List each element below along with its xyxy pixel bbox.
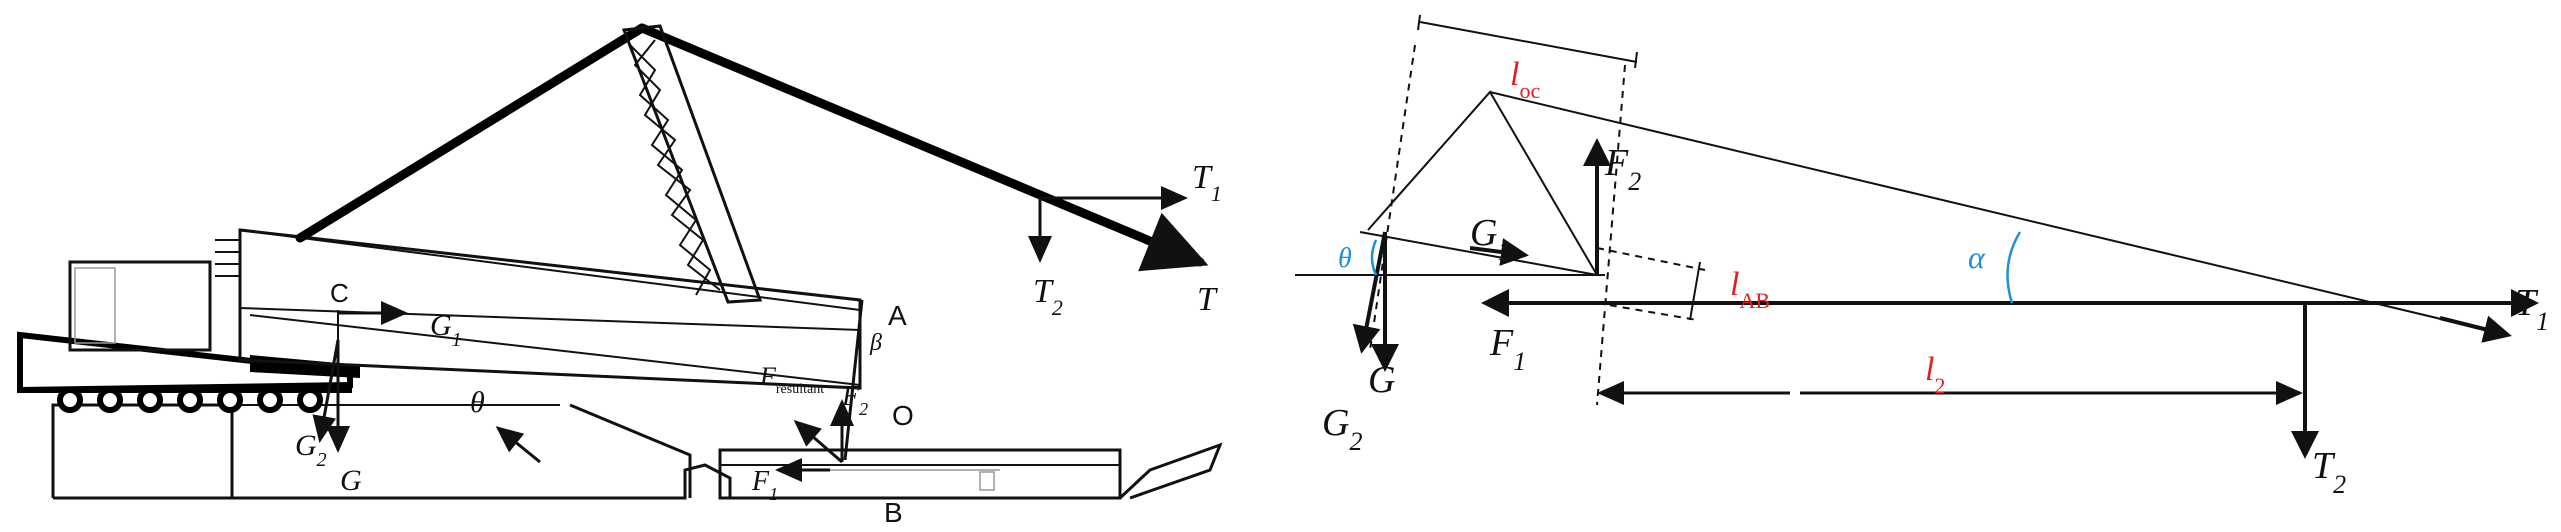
t2-label-right: T2: [2312, 445, 2346, 499]
g2-label-right: G2: [1322, 402, 1362, 456]
crawler-track: [17, 331, 360, 413]
rope-line: [1489, 91, 2509, 336]
theta-arc: [1370, 239, 1378, 276]
dashed-ab-bottom: [1596, 302, 1698, 321]
g2-arrow-right: [1352, 231, 1387, 354]
t2-label: T2: [1033, 273, 1063, 320]
right-figure: loc F2 G1 θ α lAB F1 T1 G G2 l2 T2: [1295, 14, 2549, 499]
dashed-left: [1369, 44, 1416, 351]
body-line: [1359, 231, 1598, 276]
track-wheels: [57, 387, 323, 413]
f1-label: F1: [751, 466, 778, 504]
loc-tick-left: [1417, 14, 1421, 31]
f2-label: F2: [841, 381, 868, 419]
lab-dimension: [1689, 261, 1701, 321]
theta-pointer-arrow: [495, 426, 541, 464]
g1-arrow-right: [1469, 238, 1529, 266]
c-label: C: [330, 278, 349, 308]
g-label: G: [340, 464, 362, 497]
f2-label-right: F2: [1604, 142, 1641, 196]
t1-label-right: T1: [2515, 282, 2549, 336]
f1-label-right: F1: [1489, 322, 1526, 376]
point-b-label: B: [884, 497, 903, 528]
theta-label: θ: [470, 386, 485, 419]
f-resultant-label: Fresultant: [759, 362, 824, 397]
frame-triangle: [1367, 90, 1598, 276]
g2-label: G2: [295, 429, 327, 471]
boom-system: [295, 23, 1209, 461]
left-figure: T1 T2 T C G1 G2 G θ A β O B Fresultant F…: [17, 23, 1223, 528]
lattice-boom: [621, 24, 763, 304]
t-label: T: [1197, 281, 1218, 318]
t-arrow-right: [2439, 315, 2512, 343]
loc-dimension: [1419, 21, 1638, 63]
l2-label: l2: [1925, 351, 1945, 398]
t1-label: T1: [1192, 159, 1222, 206]
g2-arrow: [312, 339, 340, 443]
ground-structure: [51, 403, 732, 500]
g-label-right: G: [1368, 359, 1395, 401]
l-ab-label: lAB: [1730, 266, 1770, 313]
dashed-right: [1596, 64, 1626, 406]
l-oc-label: loc: [1510, 56, 1540, 103]
point-o-label: O: [892, 400, 914, 431]
g1-label: G1: [430, 309, 462, 351]
loc-tick-right: [1634, 51, 1638, 69]
beta-label: β: [869, 330, 882, 356]
body-ribs: [215, 239, 240, 277]
point-a-label: A: [888, 300, 907, 331]
g1-label-right: G1: [1470, 212, 1510, 266]
theta-label-right: θ: [1338, 243, 1352, 274]
alpha-arc: [2006, 231, 2022, 304]
f-resultant-arrow: [793, 420, 843, 464]
alpha-label: α: [1968, 239, 1986, 275]
dashed-ab-top: [1596, 247, 1706, 271]
